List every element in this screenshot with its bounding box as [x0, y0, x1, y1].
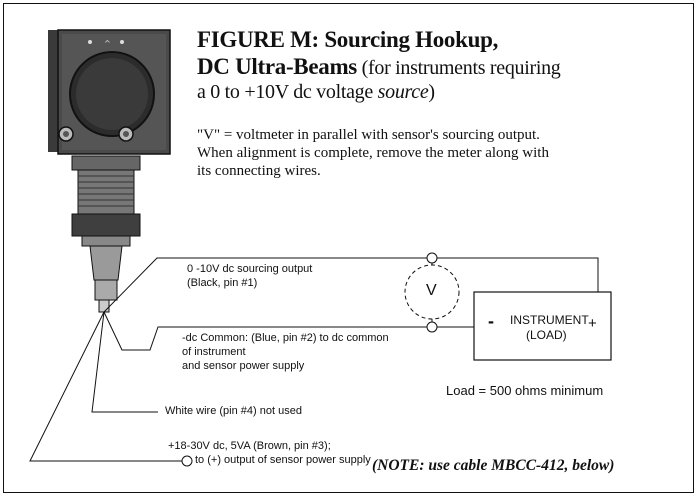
load-note: Load = 500 ohms minimum [446, 383, 604, 398]
terminal-node-bottom [426, 321, 438, 333]
voltmeter-label: V [426, 282, 437, 299]
cable-note: (NOTE: use cable MBCC-412, below) [372, 457, 615, 474]
sourcing-output-pin-label: (Black, pin #1) [187, 277, 258, 289]
sensor-barrel [71, 155, 141, 247]
svg-text:^: ^ [104, 39, 111, 48]
instrument-label: INSTRUMENT [510, 313, 589, 327]
sourcing-output-label: 0 -10V dc sourcing output [187, 263, 313, 275]
figure-title-line1: FIGURE M: Sourcing Hookup, [197, 27, 499, 52]
figure-title-line3: a 0 to +10V dc voltage source) [197, 81, 435, 103]
voltmeter-icon [404, 264, 460, 320]
description-line2: When alignment is complete, remove the m… [197, 145, 549, 161]
figure-frame [3, 3, 694, 493]
cable-connector [89, 245, 123, 313]
terminal-node-top [426, 252, 438, 264]
white-wire-label: White wire (pin #4) not used [165, 405, 302, 417]
common-label-line2: of instrument [182, 346, 246, 358]
ultra-beam-sensor: ^ [48, 29, 171, 155]
common-label-line3: and sensor power supply [182, 360, 305, 372]
description-line3: its connecting wires. [197, 163, 321, 179]
terminal-node-power [181, 455, 193, 467]
instrument-box [473, 291, 612, 361]
instrument-load-label: (LOAD) [526, 328, 567, 342]
figure-title-line2: DC Ultra-Beams (for instruments requirin… [197, 54, 561, 79]
instrument-plus: + [588, 315, 597, 332]
common-label-line1: -dc Common: (Blue, pin #2) to dc common [182, 332, 389, 344]
description-line1: "V" = voltmeter in parallel with sensor'… [197, 127, 540, 143]
instrument-minus: - [488, 311, 494, 331]
power-label-line2: to (+) output of sensor power supply [195, 454, 371, 466]
power-label-line1: +18-30V dc, 5VA (Brown, pin #3); [168, 440, 331, 452]
